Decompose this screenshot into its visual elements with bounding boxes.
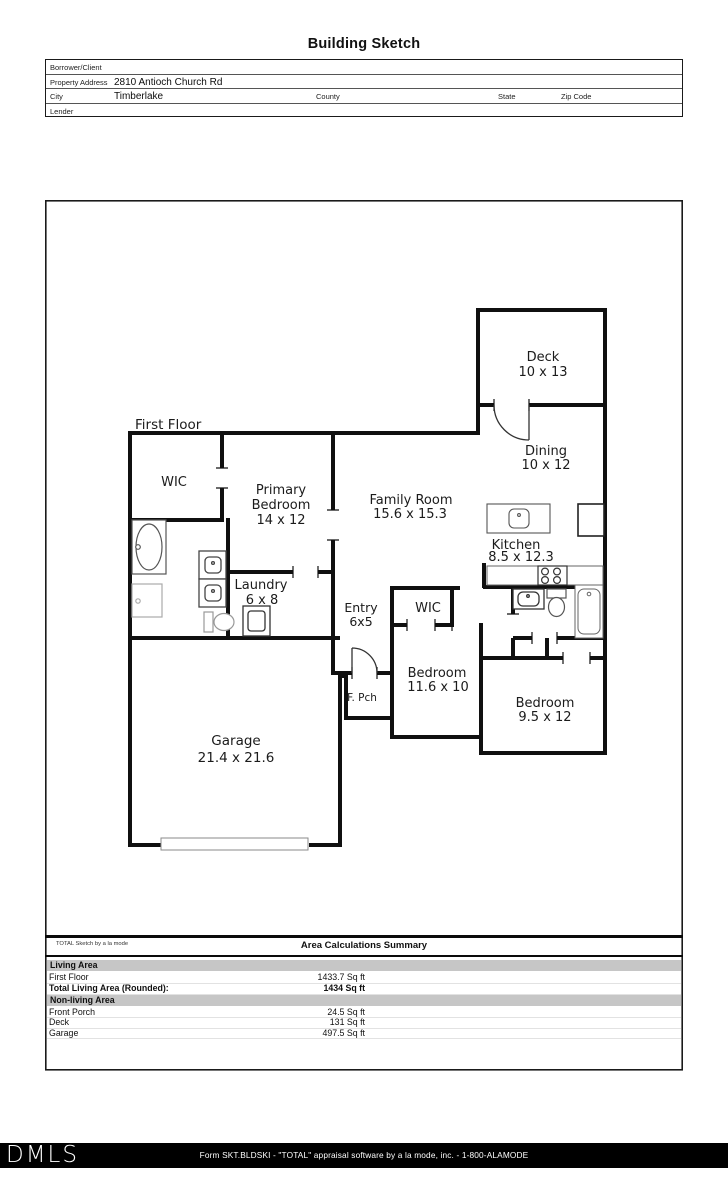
room-dims-laundry: 6 x 8 <box>246 593 279 608</box>
room-dims-family-room: 15.6 x 15.3 <box>373 507 447 522</box>
summary-row-front-porch: Front Porch 24.5 Sq ft <box>47 1007 681 1019</box>
washer-fixture <box>242 605 271 637</box>
refrigerator-fixture <box>577 503 605 537</box>
row-label: Garage <box>49 1027 79 1038</box>
row-divider <box>46 73 682 75</box>
room-label-entry: Entry <box>344 600 378 615</box>
room-dims-deck: 10 x 13 <box>518 365 567 380</box>
row-value: 497.5 Sq ft <box>322 1027 365 1038</box>
front-door-arc <box>351 647 378 674</box>
row-value: 1433.7 Sq ft <box>317 972 365 982</box>
county-label: County <box>316 92 340 101</box>
room-label-dining: Dining <box>525 444 567 459</box>
sketch-border <box>44 200 684 1071</box>
room-label-bedroom-3: Bedroom <box>516 696 575 711</box>
alamode-logo: DMLS <box>6 1142 79 1168</box>
hall-sink-fixture <box>512 588 545 610</box>
row-label: First Floor <box>49 972 89 982</box>
summary-row-deck: Deck 131 Sq ft <box>47 1017 681 1029</box>
room-dims-entry: 6x5 <box>349 614 372 629</box>
room-label-family-room: Family Room <box>370 493 453 508</box>
room-label-primary-bedroom-2: Bedroom <box>252 498 311 513</box>
living-area-section-header: Living Area <box>47 959 681 971</box>
room-label-primary-bedroom-1: Primary <box>256 483 307 498</box>
room-dims-dining: 10 x 12 <box>521 458 570 473</box>
double-vanity-fixture <box>198 550 227 608</box>
room-label-deck: Deck <box>527 350 560 365</box>
city-label: City <box>50 92 63 101</box>
deck-door-arc <box>493 404 530 441</box>
property-header-table: Borrower/Client Property Address 2810 An… <box>45 59 683 117</box>
room-label-bedroom-2: Bedroom <box>408 666 467 681</box>
floorplan-walls <box>128 308 607 847</box>
row-divider <box>46 102 682 104</box>
lender-label: Lender <box>50 106 74 116</box>
zip-code-label: Zip Code <box>561 92 592 101</box>
row-label: Total Living Area (Rounded): <box>49 983 169 993</box>
shower-fixture <box>131 583 163 618</box>
summary-title: Area Calculations Summary <box>300 940 428 951</box>
summary-top-divider <box>45 935 683 938</box>
total-sketch-watermark: TOTAL Sketch by a la mode <box>56 941 129 947</box>
city-value: Timberlake <box>114 91 164 102</box>
stove-fixture <box>537 565 568 586</box>
borrower-label: Borrower/Client <box>50 63 102 72</box>
summary-header-divider <box>45 954 683 957</box>
room-dims-kitchen: 8.5 x 12.3 <box>488 550 554 565</box>
room-label-wic-hall: WIC <box>415 601 441 616</box>
toilet-fixture <box>203 611 235 633</box>
bathtub-fixture <box>131 519 167 575</box>
footer-bar: DMLS Form SKT.BLDSKI - "TOTAL" appraisal… <box>0 1143 728 1168</box>
kitchen-island-fixture <box>486 503 551 534</box>
room-dims-primary-bedroom: 14 x 12 <box>256 513 305 528</box>
room-label-wic-primary: WIC <box>161 475 187 490</box>
state-label: State <box>498 92 516 101</box>
room-label-garage: Garage <box>211 733 260 749</box>
room-label-laundry: Laundry <box>235 578 288 593</box>
row-value: 1434 Sq ft <box>323 983 365 993</box>
room-dims-bedroom-3: 9.5 x 12 <box>518 710 571 725</box>
room-label-front-porch: F. Pch <box>347 692 377 704</box>
floor-label: First Floor <box>135 417 202 433</box>
hall-bathtub-fixture <box>574 584 604 639</box>
summary-row-garage: Garage 497.5 Sq ft <box>47 1028 681 1040</box>
page-title: Building Sketch <box>307 36 421 52</box>
hall-toilet-fixture <box>546 588 567 618</box>
row-divider <box>46 88 682 89</box>
property-address-value: 2810 Antioch Church Rd <box>114 76 223 88</box>
property-address-label: Property Address <box>50 77 108 87</box>
summary-row-first-floor: First Floor 1433.7 Sq ft <box>47 972 681 984</box>
room-label-kitchen: Kitchen <box>492 538 541 553</box>
row-value: 131 Sq ft <box>329 1017 365 1027</box>
form-id-text: Form SKT.BLDSKI - "TOTAL" appraisal soft… <box>199 1150 529 1160</box>
room-dims-garage: 21.4 x 21.6 <box>198 750 275 766</box>
nonliving-area-section-header: Non-living Area <box>47 994 681 1006</box>
garage-door <box>160 837 309 851</box>
row-label: Deck <box>49 1017 70 1027</box>
room-dims-bedroom-2: 11.6 x 10 <box>407 680 468 695</box>
summary-row-total-living: Total Living Area (Rounded): 1434 Sq ft <box>47 983 681 995</box>
row-value: 24.5 Sq ft <box>327 1006 365 1017</box>
row-label: Front Porch <box>49 1006 95 1017</box>
